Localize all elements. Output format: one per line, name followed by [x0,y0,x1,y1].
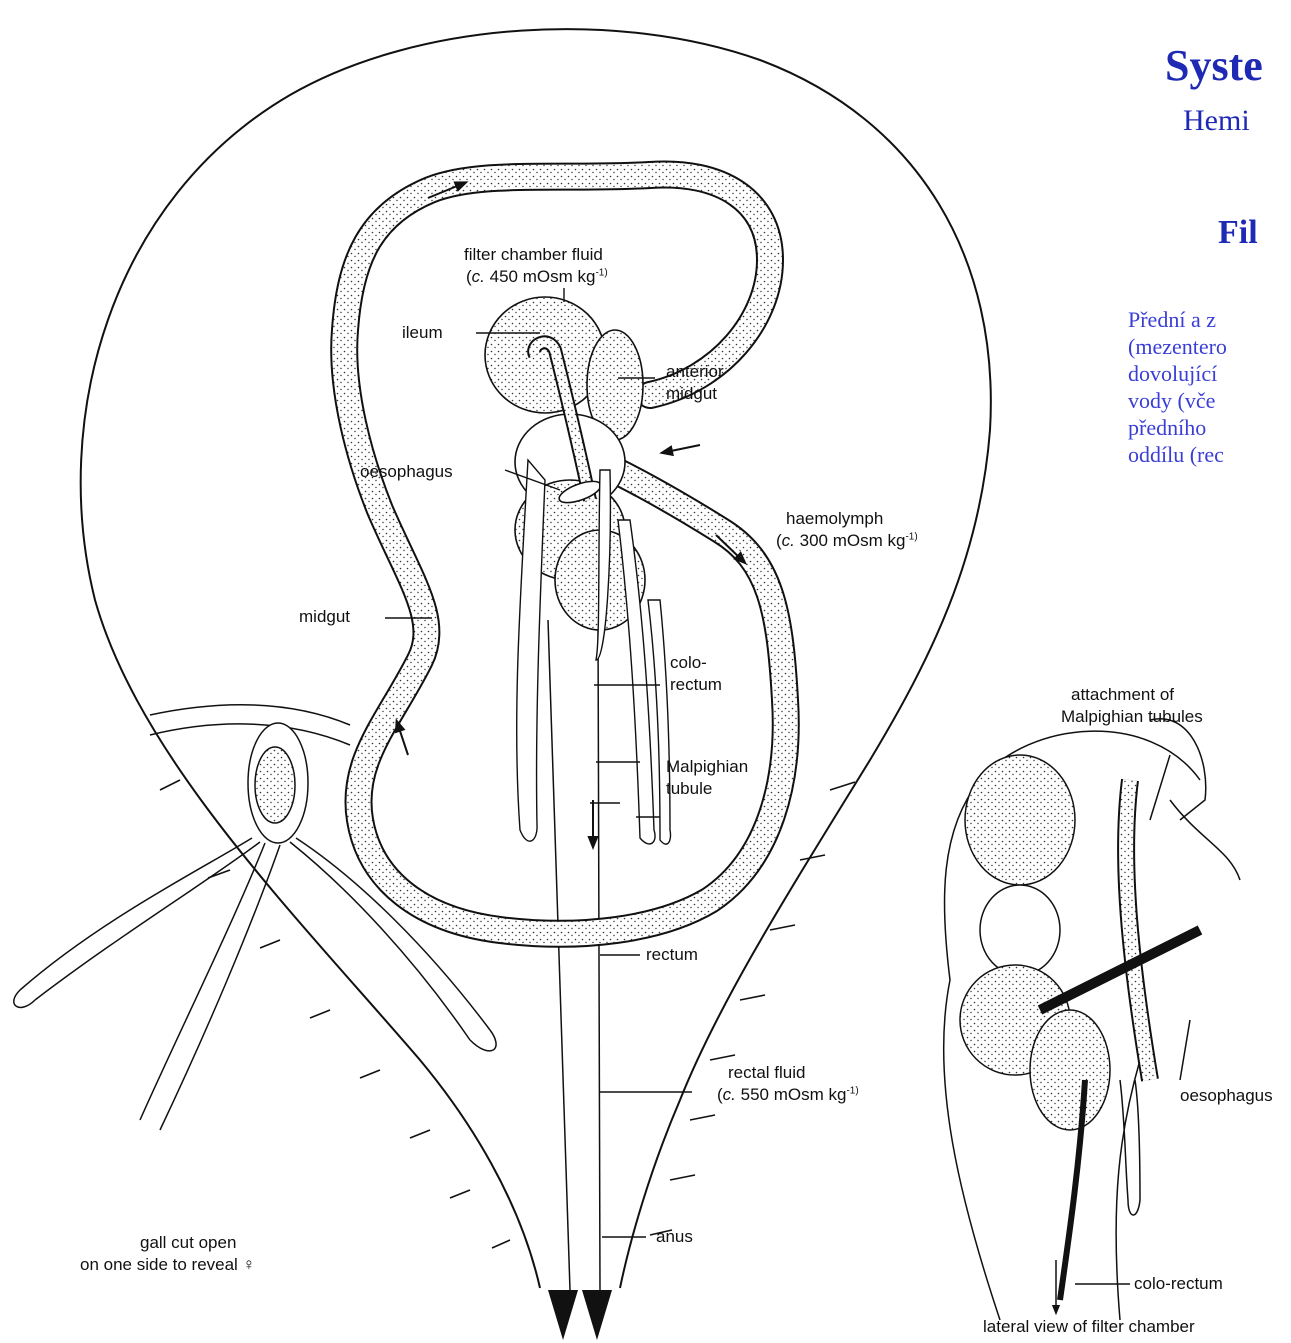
label-anterior-midgut-2: midgut [666,383,717,404]
czech-paragraph: Přední a z (mezentero dovolující vody (v… [1128,306,1291,468]
label-ileum: ileum [402,322,443,343]
slide-heading: Fil [1218,214,1258,252]
label-anterior-midgut-1: anterior [666,361,724,382]
label-colorectum-1: colo- [670,652,707,673]
label-lateral-view: lateral view of filter chamber [983,1316,1195,1337]
lateral-view-drawing [944,719,1240,1320]
label-malpighian-1: Malpighian [666,756,748,777]
czech-line: Přední a z [1128,306,1291,333]
slide-subtitle: Hemi [1183,104,1250,138]
filter-chamber [485,297,645,630]
czech-line: vody (vče [1128,387,1291,414]
label-gall-1: gall cut open [140,1232,236,1253]
label-attachment-2: Malpighian tubules [1061,706,1203,727]
anus-spines [548,1290,612,1340]
label-gall-2: on one side to reveal ♀ [80,1254,255,1275]
czech-line: dovolující [1128,360,1291,387]
label-oesophagus: oesophagus [360,461,453,482]
label-rectal-fluid: rectal fluid [728,1062,805,1083]
label-rectum: rectum [646,944,698,965]
rectum-lines [548,620,600,1290]
label-haemolymph-conc: (c. 300 mOsm kg-1) [776,530,918,551]
label-filter-chamber-conc: (c. 450 mOsm kg-1) [466,266,608,287]
czech-line: předního [1128,414,1291,441]
label-filter-chamber-fluid: filter chamber fluid [464,244,603,265]
label-malpighian-2: tubule [666,778,712,799]
label-rectal-fluid-conc: (c. 550 mOsm kg-1) [717,1084,859,1105]
czech-line: oddílu (rec [1128,441,1291,468]
label-attachment-1: attachment of [1071,684,1174,705]
label-oesophagus-right: oesophagus [1180,1085,1273,1106]
label-haemolymph: haemolymph [786,508,883,529]
label-colo-rectum-right: colo-rectum [1134,1273,1223,1294]
label-colorectum-2: rectum [670,674,722,695]
czech-line: (mezentero [1128,333,1291,360]
label-midgut: midgut [299,606,350,627]
slide-title: Syste [1165,40,1263,91]
label-anus: anus [656,1226,693,1247]
